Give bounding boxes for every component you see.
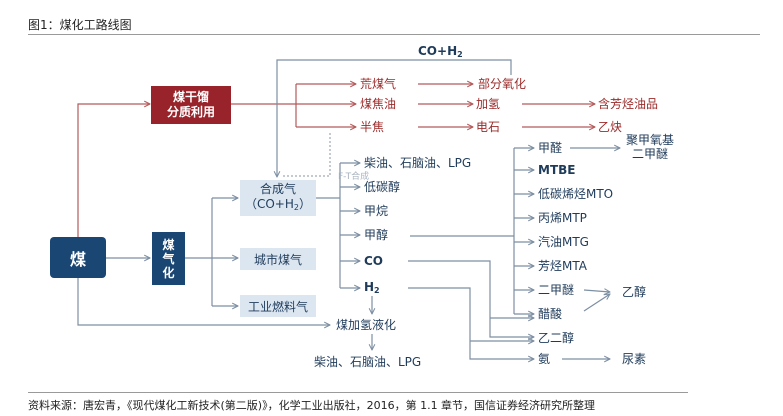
node-pomdme: 聚甲氧基 二甲醚 (626, 133, 675, 161)
node-low-carbon-alcohol: 低碳醇 (364, 180, 401, 194)
node-mto: 低碳烯烃MTO (538, 187, 614, 201)
node-partial-oxidation: 部分氧化 (478, 77, 527, 91)
source-divider (28, 392, 688, 393)
node-ethylene-glycol: 乙二醇 (538, 331, 575, 345)
line-coal-to-liquefaction (77, 278, 330, 325)
node-methanol: 甲醇 (364, 228, 389, 242)
dry-distillation-box: 煤干馏 分质利用 (151, 86, 231, 124)
line-semicoke-dashed (282, 133, 331, 177)
source-note: 资料来源：唐宏青，《现代煤化工新技术(第二版)》，化学工业出版社，2016，第 … (28, 399, 596, 412)
figure-title: 图1：煤化工路线图 (28, 18, 132, 32)
city-gas-box: 城市煤气 (240, 248, 316, 270)
gasification-box: 煤 气 化 (152, 232, 185, 285)
node-coal-hydroliquefaction: 煤加氢液化 (336, 318, 397, 332)
title-divider (28, 34, 760, 35)
ft-synthesis-label: F-T合成 (338, 172, 370, 182)
node-h2: H2 (364, 280, 380, 295)
node-co: CO (364, 254, 384, 268)
node-semi-coke: 半焦 (360, 120, 385, 134)
node-coal-tar: 煤焦油 (360, 97, 397, 111)
node-acetic-acid: 醋酸 (538, 307, 563, 321)
node-mta: 芳烃MTA (538, 259, 587, 273)
node-formaldehyde: 甲醛 (538, 141, 563, 155)
node-aromatic-oil: 含芳烃油品 (598, 97, 659, 111)
node-mtg: 汽油MTG (538, 235, 589, 249)
node-acetylene: 乙炔 (598, 120, 623, 134)
node-dme: 二甲醚 (538, 283, 575, 297)
line-co-route (408, 260, 534, 337)
syngas-box: 合成气 （CO+H2） (240, 180, 316, 216)
node-urea: 尿素 (622, 352, 647, 366)
industrial-fuel-gas-box: 工业燃料气 (240, 295, 316, 317)
node-ft-products: 柴油、石脑油、LPG (364, 156, 472, 170)
node-crude-gas: 荒煤气 (360, 77, 397, 91)
node-methane: 甲烷 (364, 204, 389, 218)
line-coal-to-dry (77, 104, 150, 237)
node-mtbe: MTBE (538, 163, 576, 177)
line-partialox-loop (277, 59, 512, 177)
node-hydrogenation: 加氢 (476, 97, 501, 111)
node-liquefaction-products: 柴油、石脑油、LPG (314, 355, 422, 369)
node-ammonia: 氨 (538, 352, 551, 366)
node-calcium-carbide: 电石 (476, 120, 501, 134)
node-ethanol: 乙醇 (622, 285, 647, 299)
coal-box: 煤 (50, 237, 106, 278)
co-h2-loop-label: CO+H2 (418, 44, 463, 59)
node-mtp: 丙烯MTP (538, 211, 587, 225)
line-h2-route (408, 287, 534, 359)
